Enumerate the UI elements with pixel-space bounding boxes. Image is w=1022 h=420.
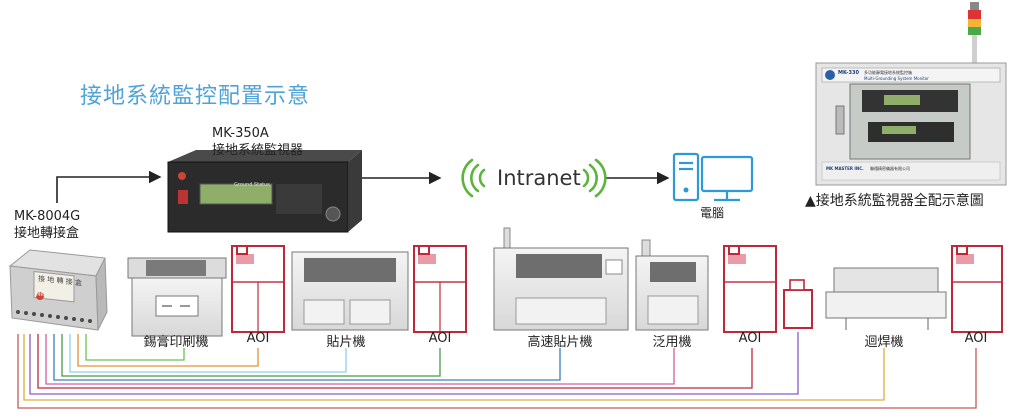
wifi-right-icon bbox=[582, 158, 607, 198]
machine-label-aoi-1: AOI bbox=[246, 331, 270, 346]
machine-label-reflow: 迴焊機 bbox=[864, 335, 904, 350]
machine-aoi-3 bbox=[723, 245, 813, 333]
wire-mounter bbox=[69, 334, 347, 373]
machine-mounter bbox=[291, 251, 409, 331]
monitor-device bbox=[167, 150, 362, 233]
junction-name: 接地轉接盒 bbox=[14, 226, 80, 241]
machine-label-mounter: 貼片機 bbox=[326, 335, 366, 350]
machine-label-aoi-3: AOI bbox=[738, 331, 762, 346]
computer-icon bbox=[672, 152, 754, 202]
junction-label: MK-8004G 接地轉接盒 bbox=[14, 208, 80, 242]
wire-high-speed bbox=[53, 334, 561, 381]
panel-company-cn: 聯禧精密儀器有限公司 bbox=[870, 166, 910, 171]
machine-label-aoi-2: AOI bbox=[428, 331, 452, 346]
monitor-label: MK-350A 接地系統監視器 bbox=[212, 125, 303, 159]
monitor-model: MK-350A bbox=[212, 126, 269, 141]
computer-label: 電腦 bbox=[700, 206, 725, 220]
wire-aoi-1 bbox=[77, 334, 259, 367]
monitor-name: 接地系統監視器 bbox=[212, 143, 304, 158]
junction-model: MK-8004G bbox=[14, 209, 81, 224]
wire-aoi-4 bbox=[17, 334, 977, 409]
machine-aoi-1 bbox=[231, 245, 285, 333]
machine-aoi-4 bbox=[951, 245, 1003, 333]
panel-device bbox=[815, 2, 1007, 186]
machine-aoi-2 bbox=[413, 245, 467, 333]
wire-aoi-2 bbox=[61, 334, 441, 377]
machine-general-placer bbox=[635, 239, 709, 331]
machine-printer bbox=[127, 257, 227, 337]
wire-printer bbox=[85, 334, 185, 361]
wire-reflow bbox=[23, 334, 885, 401]
junction-brand: MK bbox=[36, 292, 44, 298]
panel-header-model: MK-330 bbox=[838, 70, 859, 76]
monitor-front-text: Ground Status bbox=[234, 182, 270, 188]
machine-label-aoi-4: AOI bbox=[964, 331, 988, 346]
panel-caption: ▲接地系統監視器全配示意圖 bbox=[805, 193, 984, 209]
panel-header-subtitle: Multi-Grounding System Monitor bbox=[864, 76, 929, 81]
wifi-left-icon bbox=[461, 158, 486, 198]
machine-high-speed-mounter bbox=[493, 227, 629, 331]
wire-aoi-3 bbox=[37, 334, 753, 389]
ground-wires bbox=[17, 332, 977, 409]
machine-label-printer: 錫膏印刷機 bbox=[143, 335, 209, 350]
panel-header-title: 多功能靜電接地系統監控箱 bbox=[864, 70, 912, 75]
arrow-junction-to-monitor bbox=[56, 170, 162, 203]
panel-company: MK MASTER INC. bbox=[826, 166, 864, 171]
wire-aoi-3-side bbox=[29, 332, 799, 395]
machine-label-high-speed: 高速貼片機 bbox=[527, 335, 593, 350]
junction-box-device bbox=[8, 249, 108, 331]
machine-label-placer: 泛用機 bbox=[652, 335, 692, 350]
diagram-title: 接地系統監控配置示意 bbox=[80, 84, 311, 109]
wire-placer bbox=[45, 334, 675, 385]
intranet-label: Intranet bbox=[497, 166, 581, 190]
machine-reflow-oven bbox=[825, 267, 947, 330]
